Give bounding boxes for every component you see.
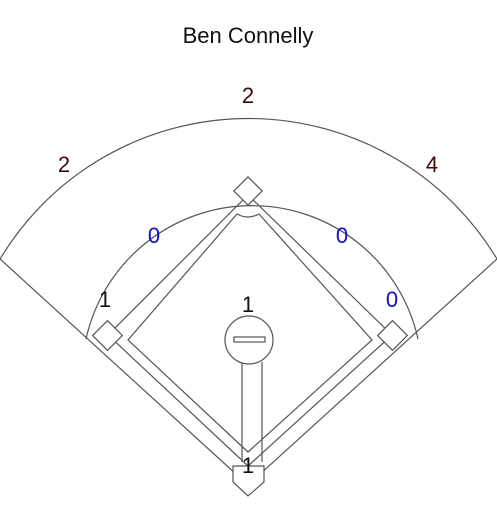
first-base: [376, 319, 409, 352]
home-plate: [232, 465, 265, 497]
count-infield-left: 0: [148, 223, 160, 248]
count-home: 1: [242, 453, 254, 478]
player-name: Ben Connelly: [183, 23, 314, 48]
count-outfield-left: 2: [58, 152, 70, 177]
count-third-base-line: 1: [99, 287, 111, 312]
count-pitcher: 1: [242, 292, 254, 317]
pitcher-rubber: [233, 336, 266, 343]
count-outfield-center: 2: [242, 83, 254, 108]
infield-arc: [85, 205, 419, 340]
outfield-fence: [0, 117, 497, 486]
count-outfield-right: 4: [426, 152, 438, 177]
count-infield-right: 0: [336, 223, 348, 248]
third-base: [91, 319, 124, 352]
infield-grass: [127, 213, 373, 453]
second-base: [233, 176, 263, 206]
count-first-base-line: 0: [386, 287, 398, 312]
